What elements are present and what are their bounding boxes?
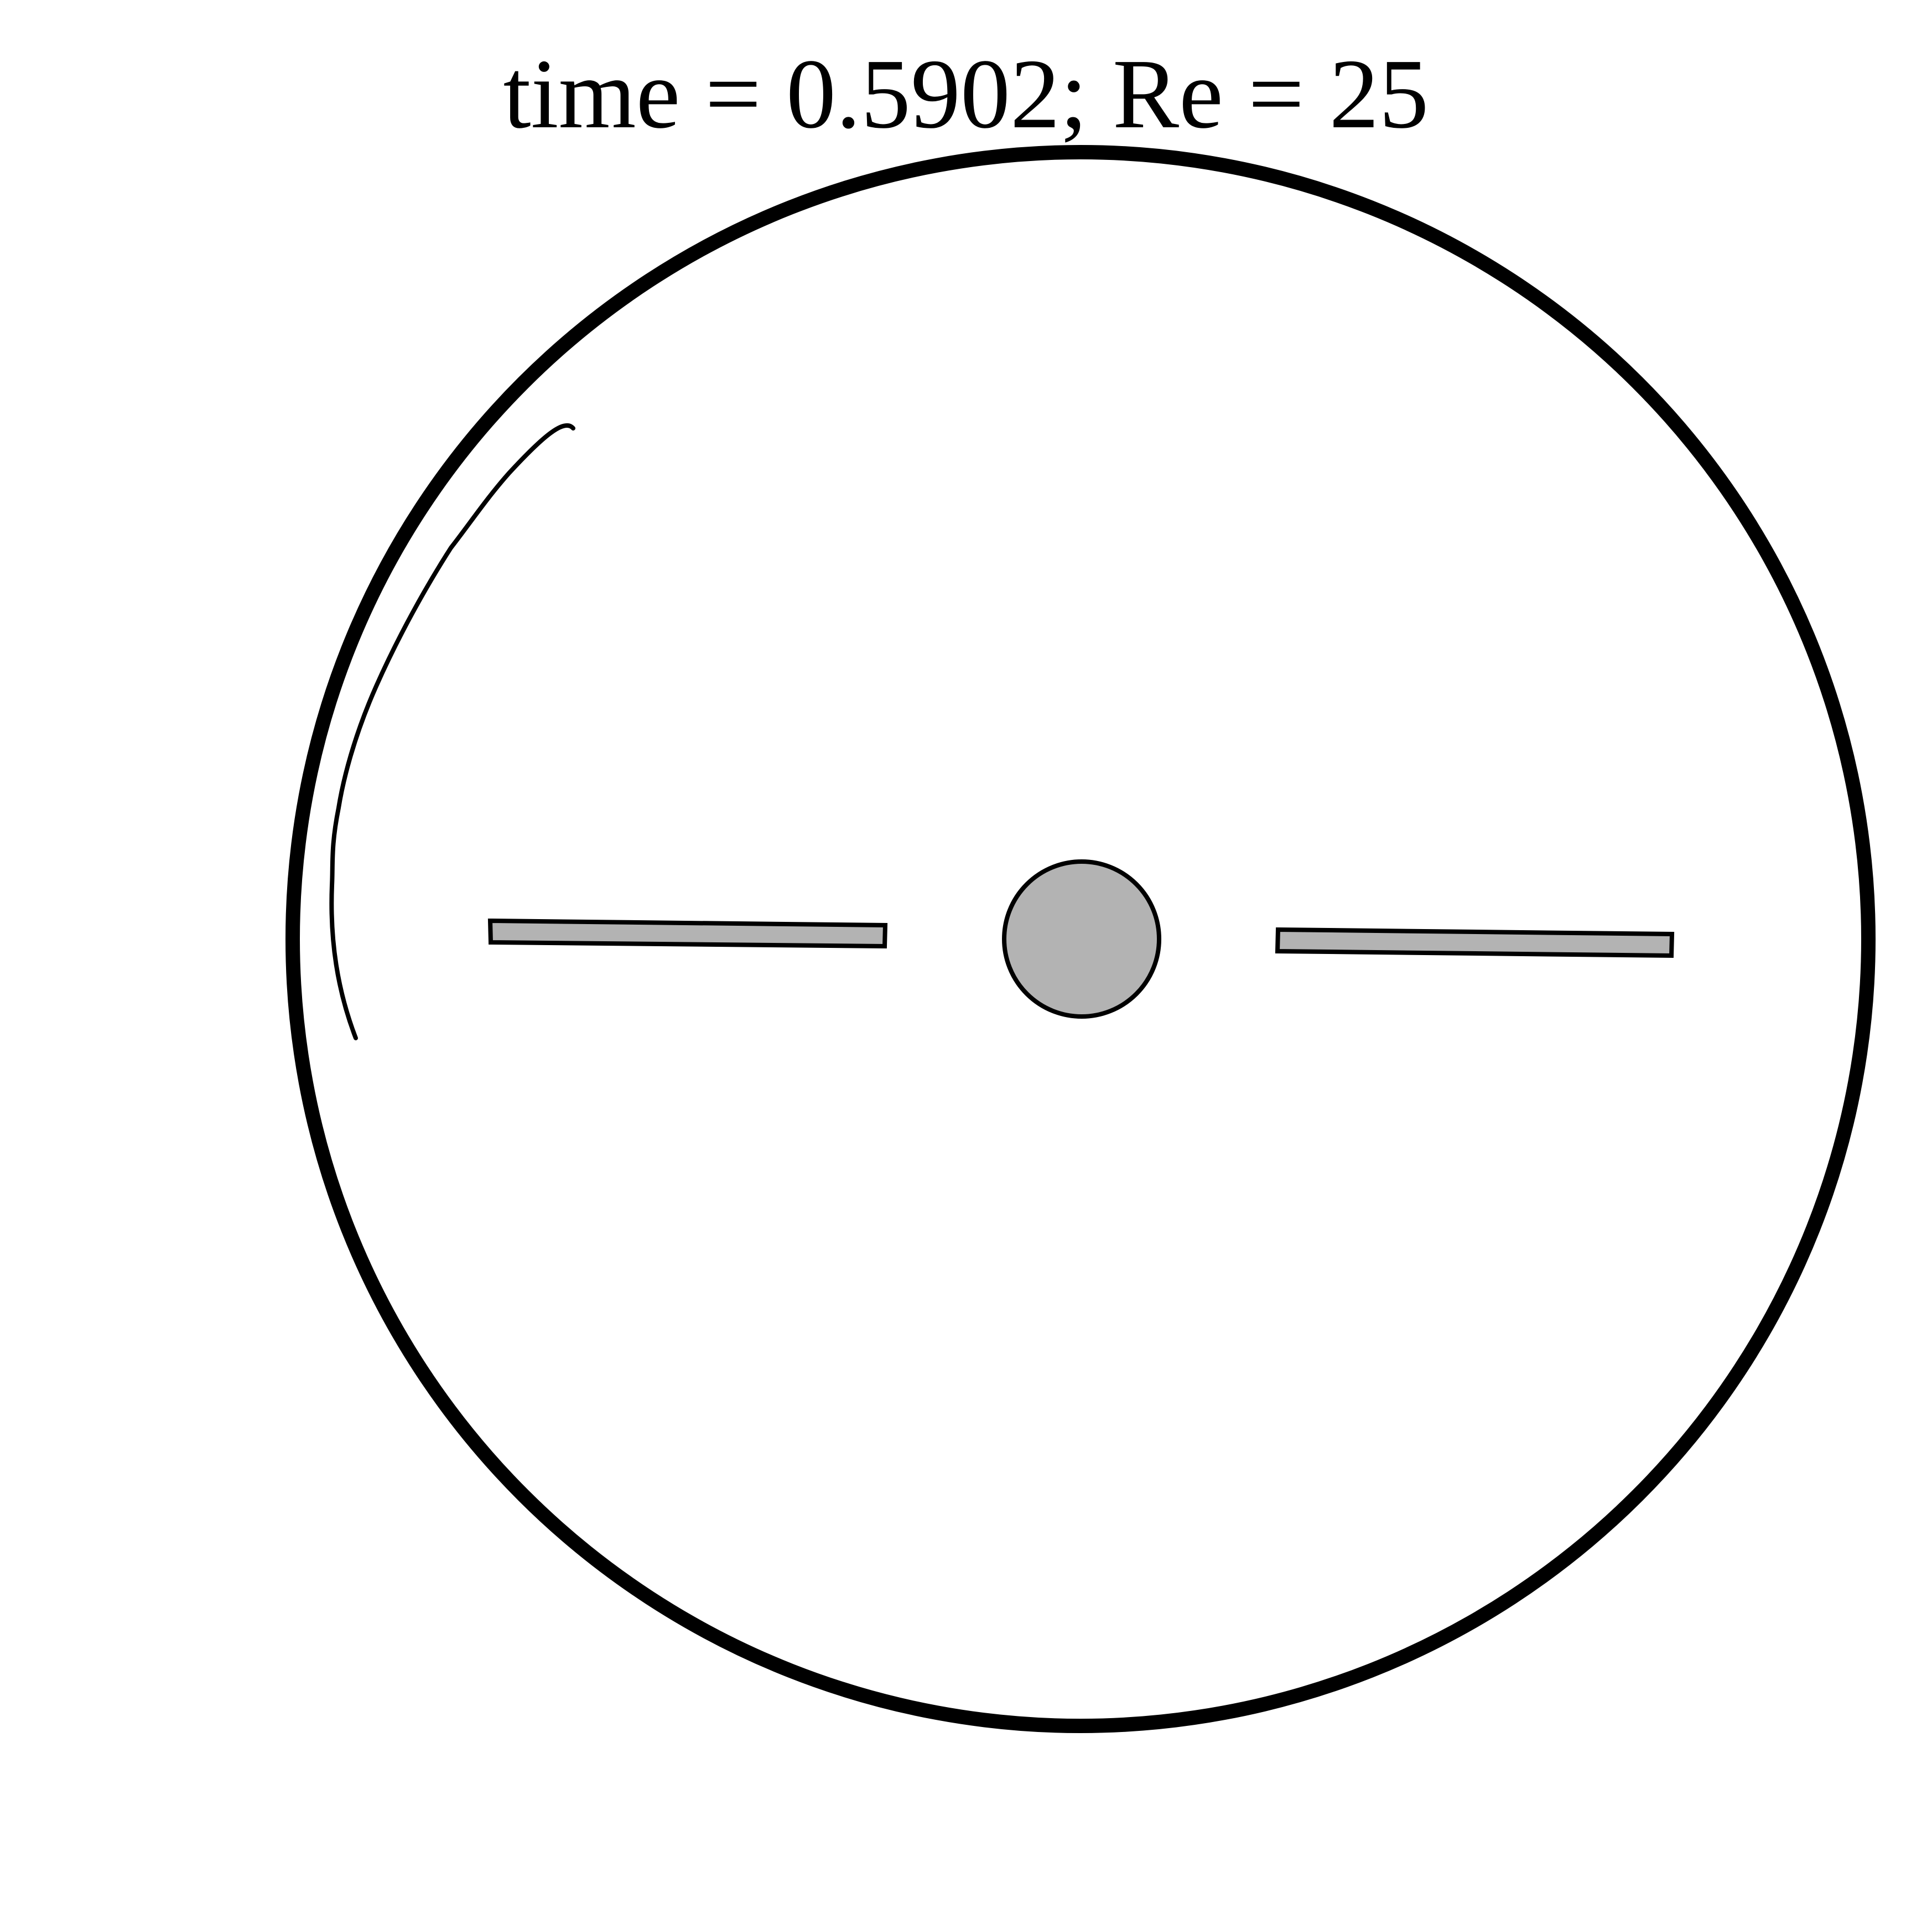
right-plate [1275,927,1675,958]
figure-title: time = 0.5902; Re = 25 [503,39,1429,149]
central-cylinder [1002,859,1161,1019]
left-plate [487,918,888,949]
outer-boundary-circle [285,145,1876,1733]
filament [329,423,575,1040]
